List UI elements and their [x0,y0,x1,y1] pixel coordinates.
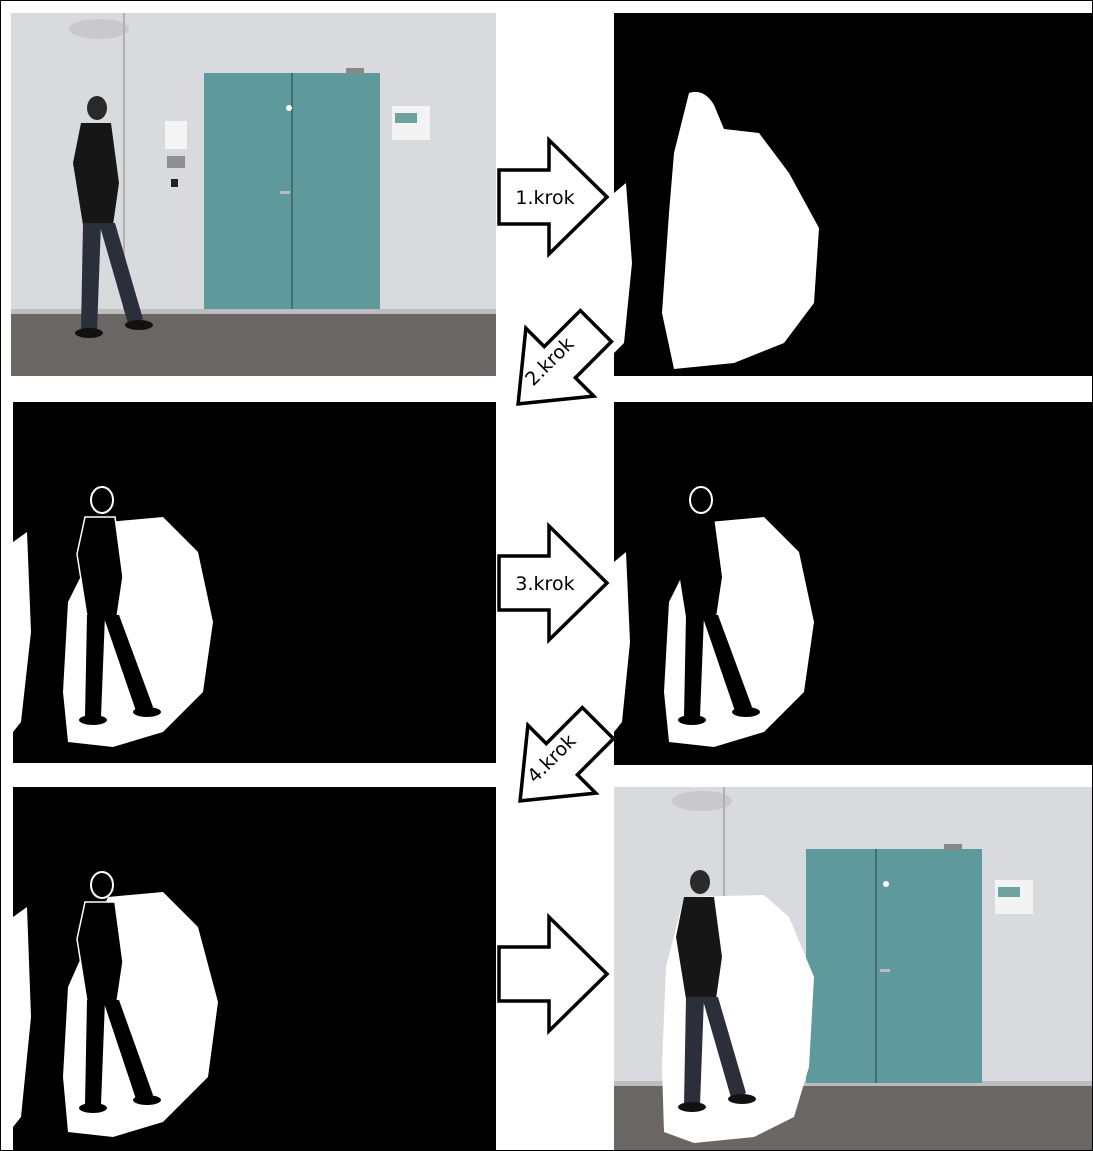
step-5-arrow [497,915,609,1033]
original-frame-image [11,13,496,376]
shadow-mask-cleaned-panel [614,402,1093,765]
step-3-arrow: 3.krok [497,524,609,642]
step-2-arrow: 2.krok [496,311,618,419]
result-frame-image [614,787,1093,1151]
shadow-mask-final-panel [13,787,496,1151]
shadow-mask-cleaned-image [614,402,1093,765]
step-1-label: 1.krok [515,187,574,209]
shadow-mask-image [13,402,496,763]
foreground-mask-image [614,13,1093,376]
original-frame-panel [11,13,496,376]
step-5-arrow-shape [499,917,607,1031]
result-frame-panel [614,787,1093,1151]
step-1-arrow: 1.krok [497,138,609,256]
step-4-arrow: 4.krok [498,708,620,816]
shadow-mask-final-image [13,787,496,1151]
step-3-label: 3.krok [515,573,574,595]
shadow-mask-panel [13,402,496,763]
foreground-mask-panel [614,13,1093,376]
